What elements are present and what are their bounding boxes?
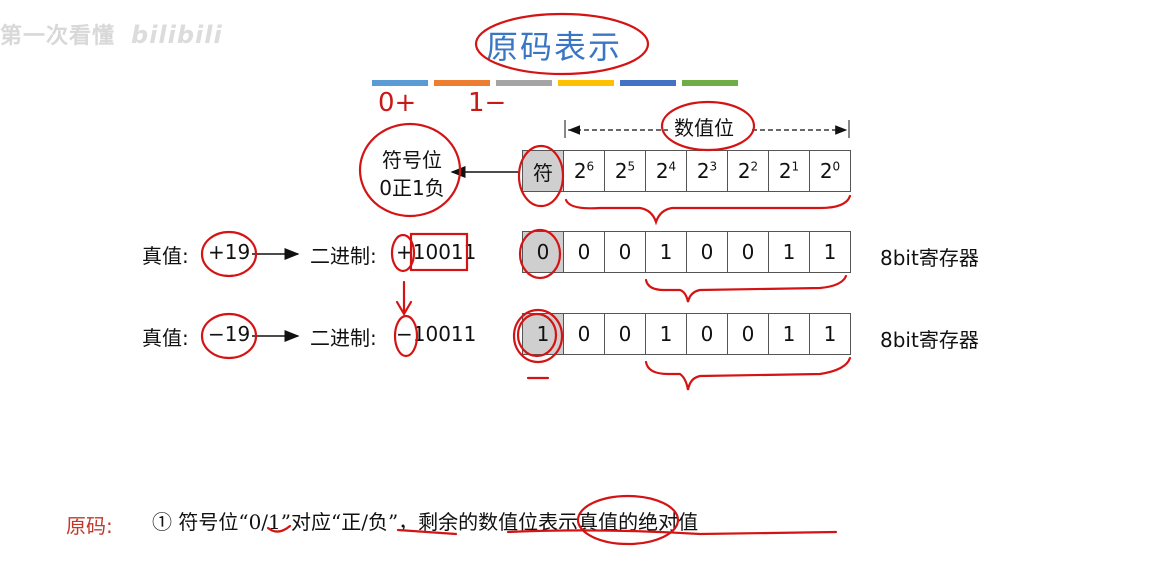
- bit-cell: 1: [645, 313, 687, 355]
- watermark-text: 第一次看懂: [0, 24, 116, 49]
- brace-row1: [644, 274, 848, 303]
- binary-value: −10011: [396, 322, 477, 346]
- binary-label: 二进制:: [310, 244, 377, 268]
- bit-cell: 1: [809, 231, 851, 273]
- brace-row2: [644, 356, 852, 391]
- sign-bit-circle-2b: [516, 312, 558, 358]
- sign-label-circle: [358, 122, 462, 218]
- color-stripe: [372, 80, 428, 86]
- definition-circle: [576, 494, 680, 546]
- power-cell: 26: [563, 150, 605, 192]
- handwritten-zero-plus: 0+: [378, 88, 417, 118]
- title-circle: [474, 12, 650, 76]
- color-stripe: [496, 80, 552, 86]
- bit-cell: 0: [563, 313, 605, 355]
- register-label: 8bit寄存器: [880, 246, 979, 270]
- sign-bit-title: 符号位: [382, 148, 442, 172]
- binary-box: [409, 232, 469, 272]
- sign-bit-meaning: 0正1负: [379, 176, 445, 200]
- watermark: 第一次看懂 bilibili: [0, 18, 223, 50]
- power-cell: 22: [727, 150, 769, 192]
- power-cell: 21: [768, 150, 810, 192]
- underline-01: [266, 524, 292, 533]
- bit-cell: 0: [563, 231, 605, 273]
- sign-bit-circle-2: [512, 308, 564, 364]
- sign-header-circle: [517, 144, 565, 208]
- magnitude-bits-label: 数值位: [674, 116, 734, 140]
- true-value-label: 真值:: [142, 326, 189, 350]
- register-label: 8bit寄存器: [880, 328, 979, 352]
- bit-cell: 0: [604, 231, 646, 273]
- power-cell: 25: [604, 150, 646, 192]
- true-value: −19: [208, 322, 251, 346]
- red-annotations: [200, 12, 852, 546]
- plus-sign-circle: [390, 233, 416, 273]
- down-arrow: [395, 280, 413, 317]
- power-cell: 20: [809, 150, 851, 192]
- register-row-positive: 0 0 0 1 0 0 1 1: [522, 231, 851, 273]
- minus-sign-circle: [393, 314, 419, 358]
- color-stripe: [434, 80, 490, 86]
- bit-cell: 1: [768, 231, 810, 273]
- underline-zhengfu: [396, 528, 458, 536]
- power-cell: 24: [645, 150, 687, 192]
- page-title: 原码表示: [486, 28, 623, 66]
- handwritten-one-minus: 1−: [468, 88, 507, 118]
- definition-label: 原码:: [66, 514, 113, 538]
- sign-bit-circle-1: [518, 228, 562, 280]
- color-stripe: [558, 80, 614, 86]
- bit-cell: 0: [727, 231, 769, 273]
- header-register: 符 26 25 24 23 22 21 20: [522, 150, 851, 192]
- plus19-circle: [200, 230, 258, 278]
- underline-rest: [506, 529, 838, 536]
- minus19-circle: [200, 312, 258, 360]
- bit-cell: 0: [686, 231, 728, 273]
- bit-cell: 1: [809, 313, 851, 355]
- bit-cell: 1: [645, 231, 687, 273]
- register-row-negative: 1 0 0 1 0 0 1 1: [522, 313, 851, 355]
- binary-label: 二进制:: [310, 326, 377, 350]
- power-cell: 23: [686, 150, 728, 192]
- binary-value: +10011: [396, 240, 477, 264]
- color-stripe: [682, 80, 738, 86]
- bit-cell: 0: [686, 313, 728, 355]
- true-value-label: 真值:: [142, 244, 189, 268]
- brace-header: [564, 194, 852, 226]
- bilibili-logo: bilibili: [131, 21, 223, 49]
- sign-bit-label: 符号位 0正1负: [372, 146, 452, 202]
- true-value: +19: [208, 240, 251, 264]
- magnitude-circle: [660, 100, 756, 152]
- color-stripe: [620, 80, 676, 86]
- bit-cell: 0: [604, 313, 646, 355]
